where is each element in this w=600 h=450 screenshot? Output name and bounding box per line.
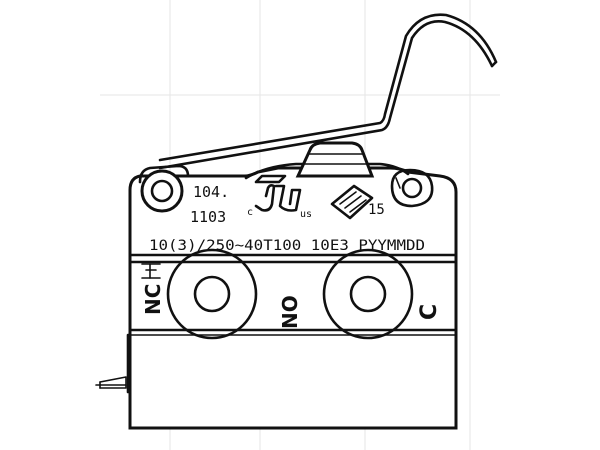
- terminal-label-no: NO: [278, 295, 302, 329]
- code-line-2: 1103: [190, 208, 226, 226]
- enec-number: 15: [368, 202, 385, 218]
- terminal-label-c: C: [417, 304, 442, 320]
- code-line-1: 104.: [193, 183, 229, 201]
- switch-body: [130, 143, 456, 428]
- ul-us-text: us: [300, 209, 312, 220]
- lever-pivot: [140, 166, 188, 211]
- nc-symbol-icon: [142, 264, 160, 278]
- terminal-c-screw: [324, 250, 412, 338]
- terminal-nc-screw: [168, 250, 256, 338]
- side-terminal-lead: [96, 335, 130, 392]
- lever-arm: [160, 15, 496, 168]
- ul-c-text: c: [247, 207, 253, 218]
- ul-mark-icon: c us: [247, 176, 312, 220]
- enec-mark-icon: 15: [332, 186, 385, 218]
- mounting-hole-right: [392, 170, 432, 206]
- terminal-label-nc: NC: [141, 284, 165, 315]
